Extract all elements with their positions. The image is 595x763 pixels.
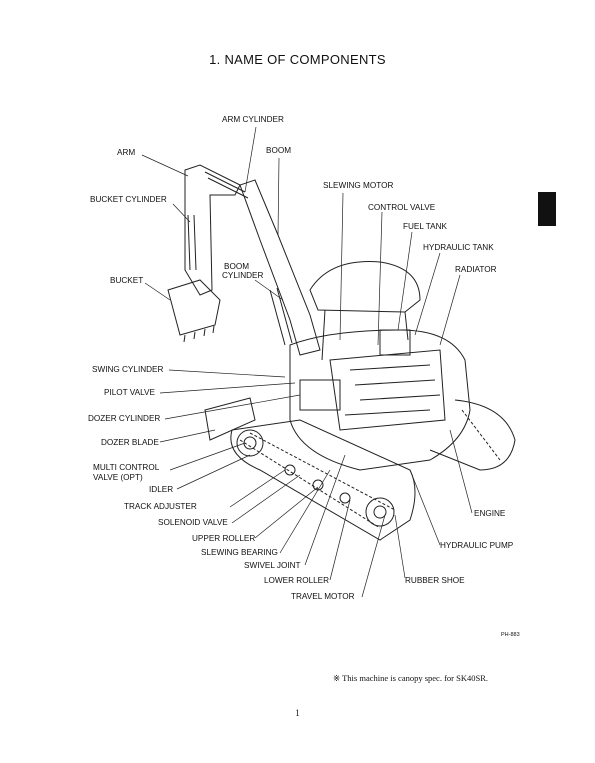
sprocket-wheel	[365, 497, 395, 527]
label-slewing-motor: SLEWING MOTOR	[323, 181, 394, 190]
arm-structure	[184, 164, 241, 296]
label-arm-cylinder: ARM CYLINDER	[222, 115, 284, 124]
label-swivel-joint: SWIVEL JOINT	[244, 561, 301, 570]
label-boom: BOOM	[266, 146, 292, 155]
label-solenoid-valve: SOLENOID VALVE	[158, 518, 228, 527]
canopy-note: ※ This machine is canopy spec. for SK40S…	[333, 673, 488, 683]
label-slewing-bearing: SLEWING BEARING	[201, 548, 278, 557]
label-multi-control-valve-line2: VALVE (OPT)	[93, 473, 143, 482]
label-upper-roller: UPPER ROLLER	[192, 534, 256, 543]
track-left	[230, 419, 416, 541]
page-title: 1. NAME OF COMPONENTS	[209, 52, 386, 67]
label-radiator: RADIATOR	[455, 265, 497, 274]
boom-arm	[239, 179, 321, 356]
label-control-valve: CONTROL VALVE	[368, 203, 436, 212]
label-swing-cylinder: SWING CYLINDER	[92, 365, 164, 374]
label-fuel-tank: FUEL TANK	[403, 222, 447, 231]
section-tab-marker	[538, 192, 556, 226]
label-multi-control-valve-line1: MULTI CONTROL	[93, 463, 160, 472]
dozer-blade-shape	[204, 397, 256, 441]
bucket-shape	[167, 279, 221, 336]
label-boom-cylinder-line1: BOOM	[224, 262, 250, 271]
canopy-roof	[309, 261, 421, 313]
label-rubber-shoe: RUBBER SHOE	[405, 576, 465, 585]
label-engine: ENGINE	[474, 509, 506, 518]
label-bucket-cylinder: BUCKET CYLINDER	[90, 195, 167, 204]
label-track-adjuster: TRACK ADJUSTER	[124, 502, 197, 511]
label-idler: IDLER	[149, 485, 174, 494]
label-arm: ARM	[117, 148, 136, 157]
label-travel-motor: TRAVEL MOTOR	[291, 592, 355, 601]
label-dozer-cylinder: DOZER CYLINDER	[88, 414, 161, 423]
label-hydraulic-tank: HYDRAULIC TANK	[423, 243, 494, 252]
page-number: 1	[295, 708, 300, 718]
track-right	[429, 399, 516, 471]
label-bucket: BUCKET	[110, 276, 144, 285]
label-boom-cylinder-line2: CYLINDER	[222, 271, 264, 280]
figure-code: PH-883	[501, 632, 520, 638]
label-hydraulic-pump: HYDRAULIC PUMP	[440, 541, 514, 550]
label-dozer-blade: DOZER BLADE	[101, 438, 159, 447]
label-lower-roller: LOWER ROLLER	[264, 576, 330, 585]
idler-wheel	[236, 429, 264, 457]
label-pilot-valve: PILOT VALVE	[104, 388, 155, 397]
upper-body	[289, 329, 471, 471]
